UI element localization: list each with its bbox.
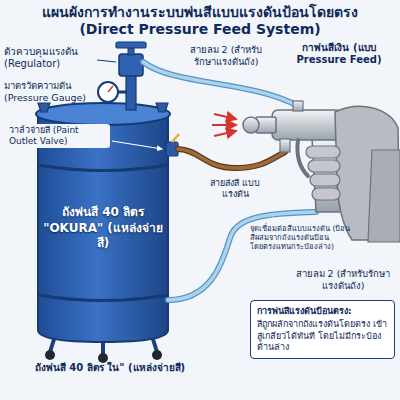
gun-trigger	[297, 140, 308, 176]
air-hose	[143, 62, 298, 106]
caster-wheel	[45, 350, 55, 360]
node-text: การพ่นสีแรงดันป้อนตรง:	[257, 306, 388, 317]
air-hose	[143, 62, 298, 106]
callout-label: จุดเชื่อมต่อสีแบบแรงดัน (ป้อนสีผสมจากถัง…	[250, 224, 354, 251]
gauge-needle	[108, 86, 113, 92]
pressure-arrow	[214, 131, 236, 136]
tank-ring	[38, 165, 168, 171]
callout-label: วาล์วจ่ายสี (Paint Outlet Valve)	[6, 124, 110, 148]
caster-wheel	[98, 353, 108, 363]
paint-hose	[178, 149, 285, 168]
note-box: การพ่นสีแรงดันป้อนตรง: สีถูกผลักจากถังแรง…	[250, 300, 395, 359]
callout-label: สายส่งสี แบบแรงดัน	[205, 178, 265, 200]
leader-line	[112, 141, 162, 149]
wing-bolt	[38, 103, 50, 112]
callout-label: สายลม 2 (สำหรับรักษาแรงดันถัง)	[290, 268, 396, 291]
glove-finger	[306, 146, 340, 158]
callout-label: กาพ่นสีเงิน (แบบ Pressure Feed)	[282, 42, 396, 66]
tank-lid	[36, 103, 170, 125]
paint-hose	[178, 149, 285, 168]
glove-finger	[310, 174, 340, 186]
valve-lever	[172, 134, 179, 142]
air-cap	[243, 117, 259, 133]
spray-gun-body	[272, 110, 342, 140]
leader-line	[97, 60, 116, 62]
glove-finger	[312, 188, 340, 200]
pressure-gauge	[98, 82, 118, 102]
callout-label: ถังพ่นสี 40 ลิตร ใน" (แหล่งจ่ายสี)	[15, 362, 205, 374]
node-text: ถังพ่นสี 40 ลิตร "OKURA" (แหล่งจ่ายสี)	[43, 205, 163, 252]
callout-label: มาตรวัดความดัน (Pressure Gauge)	[4, 80, 94, 103]
glove-cuff	[368, 150, 400, 242]
callout-label: ตัวควบคุมแรงดัน (Regulator)	[4, 46, 96, 70]
node-text: สีถูกผลักจากถังแรงดันโดยตรง เข้าสู่เกลีย…	[257, 319, 388, 353]
paint-tank: ถังพ่นสี 40 ลิตร "OKURA" (แหล่งจ่ายสี)	[43, 205, 163, 252]
wing-bolt	[156, 103, 168, 112]
regulator-body	[119, 54, 143, 76]
pressure-tank	[38, 115, 168, 342]
diagram-title: แผนผังการทำงานระบบพ่นสีแบบแรงดันป้อนโดยต…	[30, 4, 370, 38]
glove-finger	[308, 160, 340, 172]
pressure-arrow	[214, 114, 236, 119]
caster-wheel	[152, 350, 162, 360]
fluid-inlet	[280, 139, 290, 152]
pressure-arrow	[212, 124, 236, 126]
regulator-knob	[116, 42, 146, 48]
air-inlet	[293, 101, 303, 111]
tank-ring	[38, 295, 168, 301]
callout-label: สายลม 2 (สำหรับรักษาแรงดันถัง)	[180, 44, 272, 67]
